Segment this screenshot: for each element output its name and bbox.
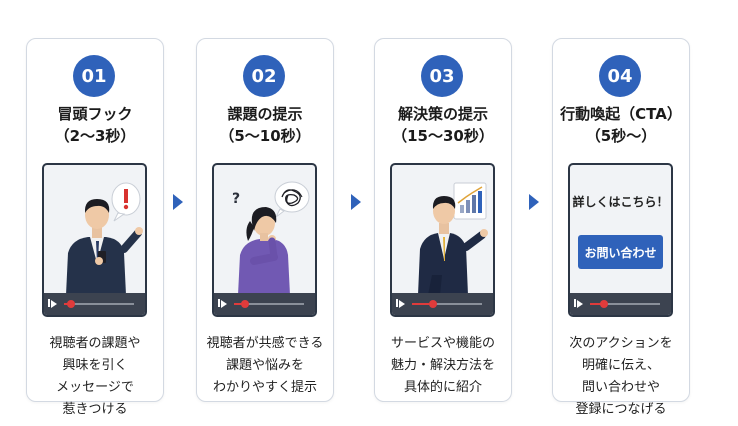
cta-question: 詳しくはこちら！ bbox=[572, 195, 669, 209]
video-thumbnail[interactable]: 詳しくはこちら！ お問い合わせ bbox=[568, 163, 673, 317]
progress-track[interactable] bbox=[590, 300, 660, 308]
step-card-4: 04 行動喚起（CTA） （5秒〜） 詳しくはこちら！ お問い合わせ 次のアクシ… bbox=[552, 38, 690, 417]
progress-fill bbox=[234, 303, 245, 305]
step-card-2: 02 課題の提示 （5〜10秒） ? bbox=[196, 38, 334, 402]
contact-button[interactable]: お問い合わせ bbox=[578, 235, 663, 269]
progress-track[interactable] bbox=[64, 300, 134, 308]
step-title: 課題の提示 （5〜10秒） bbox=[219, 105, 311, 145]
step-description: 次のアクションを 明確に伝え、 問い合わせや 登録につなげる bbox=[569, 336, 673, 417]
progress-track[interactable] bbox=[234, 300, 304, 308]
progress-knob[interactable] bbox=[240, 300, 249, 308]
progress-fill bbox=[590, 303, 604, 305]
thinking-woman-illustration: ? bbox=[232, 181, 310, 295]
video-thumbnail[interactable] bbox=[42, 163, 147, 317]
play-icon[interactable] bbox=[48, 299, 50, 307]
progress-knob[interactable] bbox=[429, 300, 437, 308]
video-player-bar[interactable] bbox=[570, 293, 671, 315]
step-card-1: 01 冒頭フック （2〜3秒） bbox=[26, 38, 164, 417]
step-title: 行動喚起（CTA） （5秒〜） bbox=[560, 105, 682, 145]
chevron-right-icon bbox=[529, 194, 539, 210]
progress-knob[interactable] bbox=[67, 300, 75, 308]
video-thumbnail[interactable]: ? bbox=[212, 163, 317, 317]
video-player-bar[interactable] bbox=[392, 293, 493, 315]
play-icon[interactable] bbox=[396, 299, 398, 307]
step-description: 視聴者の課題や 興味を引く メッセージで 惹きつける bbox=[49, 336, 141, 417]
presenter-chart-illustration bbox=[418, 182, 488, 295]
svg-text:?: ? bbox=[232, 191, 240, 207]
progress-knob[interactable] bbox=[600, 300, 608, 308]
businessman-hook-illustration bbox=[66, 182, 143, 295]
video-thumbnail[interactable] bbox=[390, 163, 495, 317]
step-number-badge: 03 bbox=[421, 55, 463, 97]
step-card-3: 03 解決策の提示 （15〜30秒） bbox=[374, 38, 512, 402]
step-title: 冒頭フック （2〜3秒） bbox=[54, 105, 136, 145]
step-description: 視聴者が共感できる 課題や悩みを わかりやすく提示 bbox=[206, 336, 324, 395]
progress-fill bbox=[412, 303, 433, 305]
chevron-right-icon bbox=[351, 194, 361, 210]
video-player-bar[interactable] bbox=[214, 293, 315, 315]
step-number-badge: 01 bbox=[73, 55, 115, 97]
step-description: サービスや機能の 魅力・解決方法を 具体的に紹介 bbox=[390, 336, 495, 395]
step-number-badge: 04 bbox=[599, 55, 641, 97]
step-title: 解決策の提示 （15〜30秒） bbox=[392, 105, 494, 145]
step-number-badge: 02 bbox=[243, 55, 285, 97]
play-icon[interactable] bbox=[574, 299, 576, 307]
video-player-bar[interactable] bbox=[44, 293, 145, 315]
progress-track[interactable] bbox=[412, 300, 482, 308]
play-icon[interactable] bbox=[218, 299, 220, 307]
chevron-right-icon bbox=[173, 194, 183, 210]
